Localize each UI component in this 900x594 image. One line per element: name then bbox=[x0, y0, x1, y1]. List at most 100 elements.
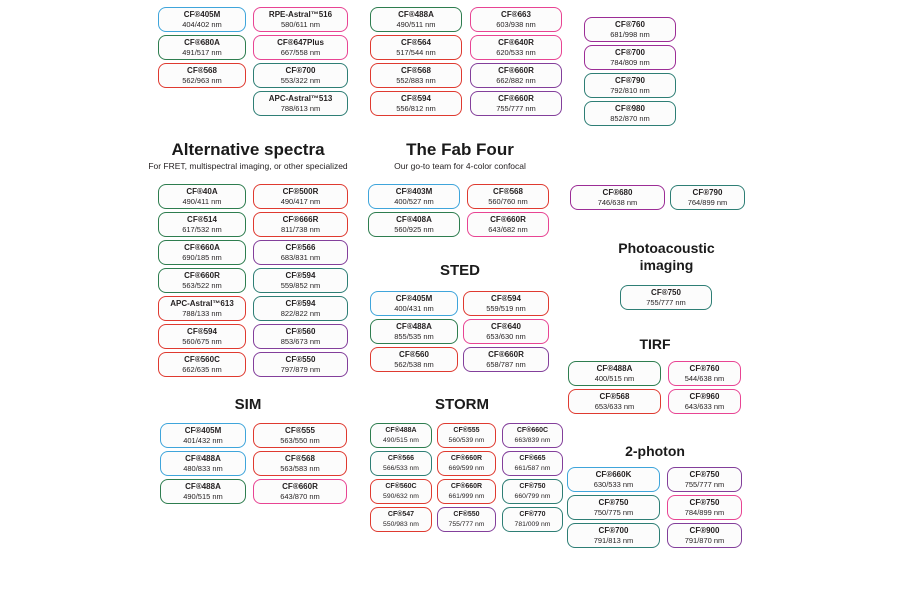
dye-name: CF®566 bbox=[387, 455, 415, 463]
dye-ex-em: 401/432 nm bbox=[183, 435, 223, 445]
dye-ex-em: 553/322 nm bbox=[280, 75, 321, 85]
dye-name: CF®640R bbox=[498, 38, 534, 48]
dye-name: CF®660A bbox=[184, 243, 220, 253]
dye-name: CF®594 bbox=[285, 299, 316, 309]
dye-ex-em: 556/812 nm bbox=[396, 103, 436, 113]
dye-ex-em: 822/822 nm bbox=[280, 308, 321, 318]
dye-name: CF®500R bbox=[282, 187, 319, 197]
dye-ex-em: 490/511 nm bbox=[396, 19, 436, 29]
dye-name: CF®660R bbox=[450, 483, 483, 491]
section-title-alternative-spectra: Alternative spectra bbox=[171, 140, 325, 159]
dye-ex-em: 580/611 nm bbox=[280, 19, 321, 29]
dye-ex-em: 544/638 nm bbox=[684, 373, 725, 383]
dye-name: CF®790 bbox=[692, 188, 723, 198]
dye-name: CF®405M bbox=[184, 426, 222, 436]
dye-ex-em: 755/777 nm bbox=[646, 297, 686, 307]
dye-name: APC-Astral™613 bbox=[170, 299, 234, 309]
dye-name: CF®405M bbox=[395, 294, 433, 304]
dye-name: CF®594 bbox=[285, 271, 316, 281]
dye-ex-em: 562/963 nm bbox=[182, 75, 222, 85]
dye-ex-em: 660/799 nm bbox=[514, 492, 551, 500]
dye-name: CF®660R bbox=[498, 94, 534, 104]
dye-ex-em: 490/515 nm bbox=[183, 491, 223, 501]
dye-name: CF®663 bbox=[501, 10, 531, 20]
section-title-storm: STORM bbox=[435, 396, 489, 413]
dye-name: CF®568 bbox=[493, 187, 523, 197]
dye-ex-em: 750/775 nm bbox=[593, 507, 634, 517]
dye-ex-em: 552/883 nm bbox=[396, 75, 436, 85]
dye-name: CF®560C bbox=[184, 355, 220, 365]
dye-name: APC-Astral™513 bbox=[268, 94, 333, 104]
dye-name: CF®680 bbox=[602, 188, 633, 198]
dye-ex-em: 667/558 nm bbox=[280, 47, 321, 57]
dye-name: CF®680A bbox=[184, 38, 220, 48]
dye-ex-em: 669/599 nm bbox=[448, 464, 485, 472]
dye-ex-em: 490/417 nm bbox=[280, 196, 321, 206]
dye-name: CF®660R bbox=[490, 215, 526, 225]
dye-ex-em: 603/938 nm bbox=[496, 19, 536, 29]
dye-name: CF®660K bbox=[595, 470, 632, 480]
dye-ex-em: 400/515 nm bbox=[594, 373, 635, 383]
dye-ex-em: 784/809 nm bbox=[610, 57, 650, 67]
dye-name: RPE-Astral™516 bbox=[268, 10, 333, 20]
dye-name: CF®488A bbox=[396, 322, 432, 332]
dye-name: CF®594 bbox=[187, 327, 217, 337]
dye-ex-em: 480/833 nm bbox=[183, 463, 223, 473]
dye-name: CF®568 bbox=[187, 66, 217, 76]
dye-ex-em: 490/411 nm bbox=[182, 196, 222, 206]
dye-ex-em: 683/831 nm bbox=[280, 252, 321, 262]
dye-ex-em: 559/519 nm bbox=[486, 303, 526, 313]
dye-ex-em: 853/673 nm bbox=[280, 336, 321, 346]
dye-name: CF®790 bbox=[615, 76, 645, 86]
dye-ex-em: 560/675 nm bbox=[182, 336, 222, 346]
dye-name: CF®488A bbox=[185, 482, 221, 492]
section-subtitle-alternative-spectra: For FRET, multispectral imaging, or othe… bbox=[148, 161, 348, 171]
dye-name: CF®594 bbox=[491, 294, 521, 304]
dye-ex-em: 491/517 nm bbox=[182, 47, 222, 57]
dye-ex-em: 746/638 nm bbox=[597, 197, 638, 207]
section-title-sted: STED bbox=[439, 262, 480, 279]
dye-name: CF®700 bbox=[615, 48, 645, 58]
